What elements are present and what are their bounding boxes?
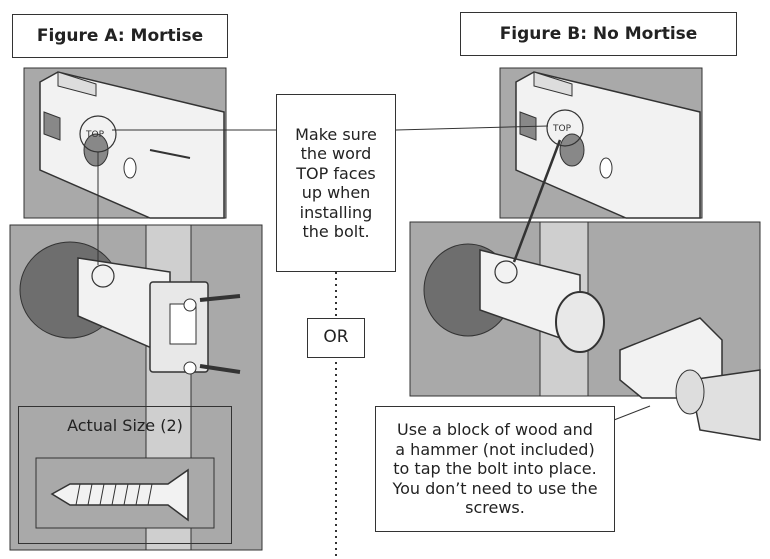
callout-line-wood [613, 405, 651, 421]
figure-b-door-scene [409, 139, 761, 441]
actual-size-text: Actual Size (2) [67, 416, 183, 435]
hammer [689, 369, 761, 441]
screw-actual-size [35, 457, 215, 529]
figure-a-bolt-closeup: TOP [23, 67, 227, 219]
connector-right [395, 125, 549, 131]
screw-illustration [50, 468, 189, 522]
top-marking-text-b: TOP [552, 124, 572, 134]
bolt-face [555, 291, 605, 353]
top-marking-text: TOP [85, 130, 105, 140]
actual-size-label: Actual Size (2) [18, 406, 232, 544]
figure-b-bolt-closeup: TOP [499, 67, 703, 219]
or-label: OR [307, 318, 365, 358]
callout-line-b [512, 139, 562, 263]
wood-block-note: Use a block of wood and a hammer (not in… [375, 406, 615, 532]
figure-b-title: Figure B: No Mortise [460, 12, 737, 56]
screws [199, 294, 241, 374]
top-orientation-note: Make sure the word TOP faces up when ins… [276, 94, 396, 272]
figure-a-title: Figure A: Mortise [12, 14, 228, 58]
